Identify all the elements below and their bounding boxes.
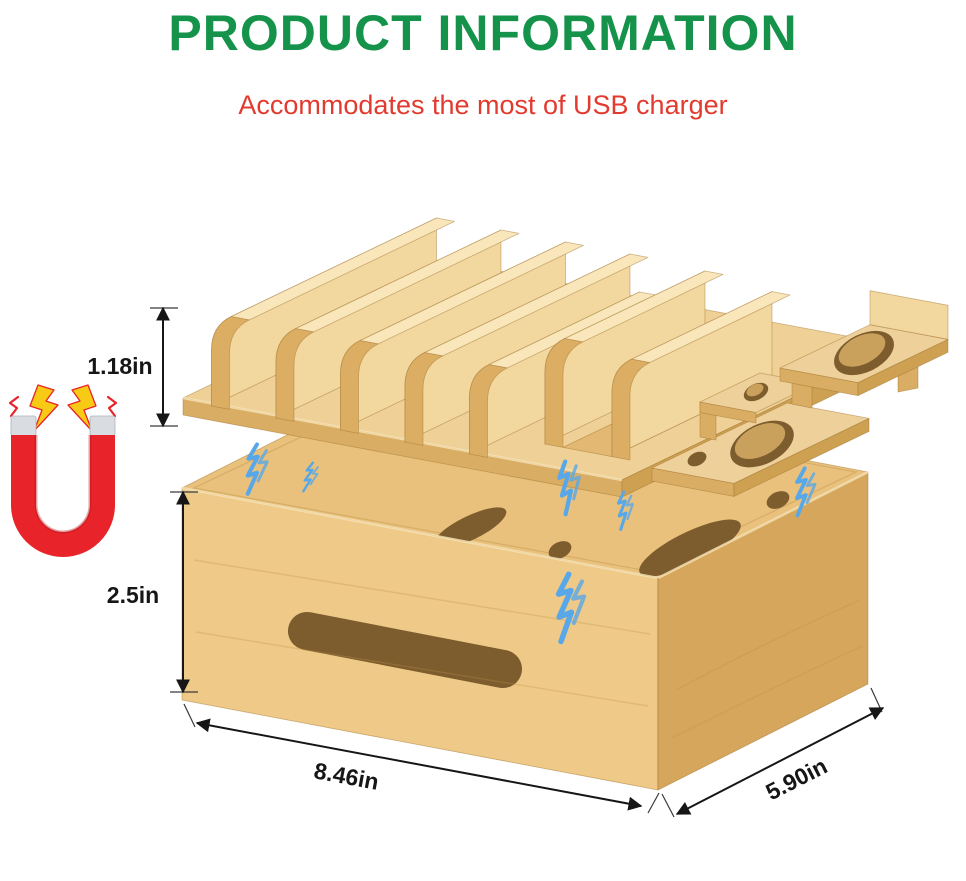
box-slot-cutout <box>639 519 741 577</box>
spark-lines <box>8 395 20 418</box>
dimension-label-top-height: 1.18in <box>87 353 152 379</box>
dimension-arrow-icon <box>675 707 885 815</box>
magnet-tip <box>10 415 37 437</box>
box-cable-hole <box>766 491 790 509</box>
dimension-label-box-height: 2.5in <box>107 582 159 608</box>
dimension-label-depth: 5.90in <box>761 752 831 805</box>
charger-hole-plate <box>651 402 870 497</box>
watch-puck-holder <box>699 372 817 441</box>
box-cable-hole <box>548 541 572 559</box>
cable-hole <box>687 451 707 467</box>
divider <box>275 229 520 422</box>
divider <box>211 217 455 410</box>
box-handle-cutout <box>287 611 523 689</box>
divider <box>340 241 584 434</box>
tablet-bracket <box>544 270 791 461</box>
watch-stand-plate <box>779 290 949 409</box>
lightning-bolt-icon <box>29 384 59 432</box>
magnet-icon <box>8 384 118 557</box>
magnet-body <box>11 435 115 557</box>
page-title: PRODUCT INFORMATION <box>168 5 798 61</box>
dimension-arrow-icon <box>195 718 643 811</box>
magnet-tip <box>89 415 116 437</box>
spark-lines <box>106 395 118 418</box>
dimension-label-width: 8.46in <box>312 757 381 794</box>
watch-stand-back-lip <box>869 290 949 340</box>
lightning-bolt-icon <box>67 384 97 432</box>
top-organizer <box>182 217 949 498</box>
divider <box>404 253 649 446</box>
page-subtitle: Accommodates the most of USB charger <box>238 90 728 120</box>
